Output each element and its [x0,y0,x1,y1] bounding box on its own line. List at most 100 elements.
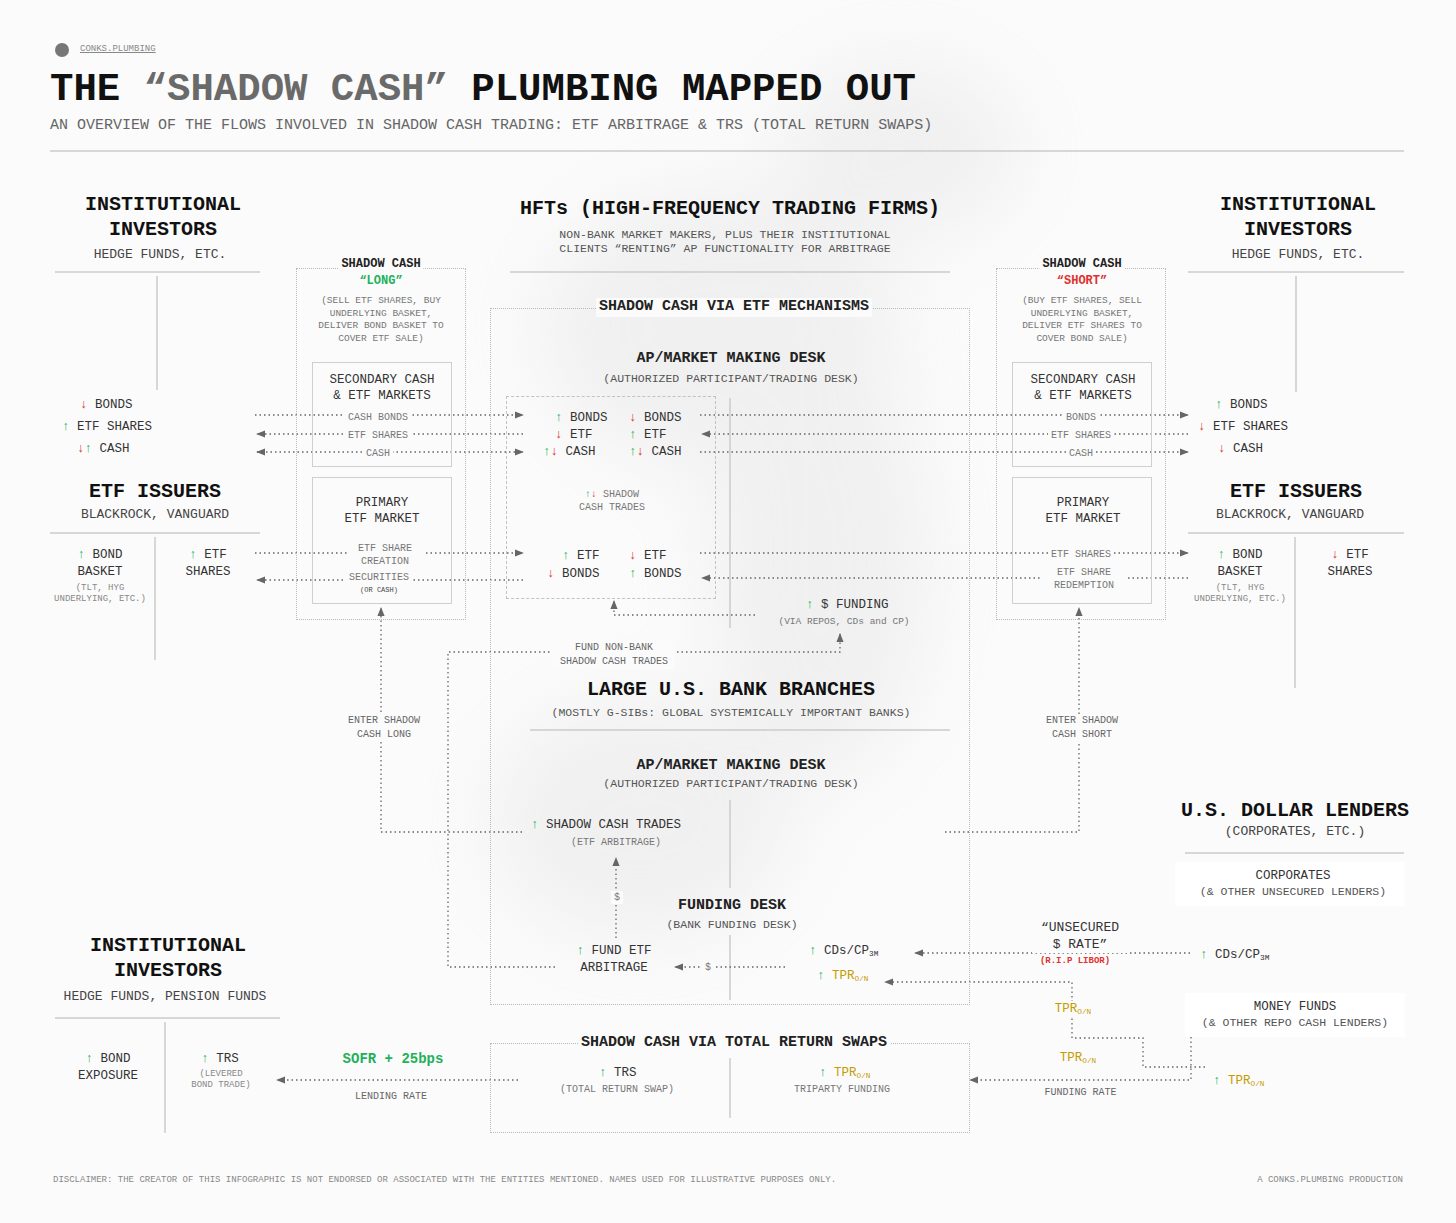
node-text: ↑ CDs/CP3M [809,943,878,960]
label-text: LENDING RATE [355,1090,427,1104]
node-text: SECONDARY CASH & ETF MARKETS [322,372,442,404]
node-text: ↑ ETF [562,548,600,565]
node-text: ETF SHARES [1048,548,1114,561]
edge-label: FUNDING RATE [1041,1086,1119,1100]
flow-arrow [702,433,1188,434]
rule-line [50,150,1404,152]
label-text: TPRO/N [1057,1050,1099,1067]
label-text: BLACKROCK, VANGUARD [1216,507,1364,523]
label-text: A CONKS.PLUMBING PRODUCTION [1257,1175,1403,1186]
flow-arrow [668,634,840,652]
node-text: ↑ TPRO/N [819,1065,870,1082]
node-text: $ [611,891,623,904]
node-text: ↑ TRS [599,1065,637,1082]
rule-line [156,276,158,390]
label-text: ETF ISSUERS [89,479,221,504]
label-text: ↑ BOND BASKET [1200,547,1280,581]
node-text: ↓ BONDS [547,566,600,583]
rule-line [1294,537,1296,688]
rule-line [1188,271,1404,273]
node-text: LARGE U.S. BANK BRANCHES [587,677,875,702]
node-text: (OR CASH) [357,586,401,595]
node-text: ↑ SHADOW CASH TRADES [531,817,681,834]
node-text: FUND NON-BANK SHADOW CASH TRADES [554,641,675,669]
node-text: ↑ FUND ETF ARBITRAGE [569,943,659,977]
lender-box: MONEY FUNDS(& OTHER REPO CASH LENDERS) [1185,993,1405,1037]
label-text: ↓ BONDS [80,397,133,414]
node-text: ↑ $ FUNDING [806,597,889,614]
node-text: ↑ TPRO/N [817,968,868,985]
node-text: (MOSTLY G-SIBs: GLOBAL SYSTEMICALLY IMPO… [552,706,911,720]
node-text: AP/MARKET MAKING DESK [636,757,825,776]
label-text: HEDGE FUNDS, ETC. [1232,247,1365,263]
lender-box: CORPORATES(& OTHER UNSECURED LENDERS) [1175,862,1405,906]
label-text: NON-BANK MARKET MAKERS, PLUS THEIR INSTI… [550,228,900,257]
label-text: HEDGE FUNDS, PENSION FUNDS [64,989,267,1005]
label-text: (TLT, HYG UNDERLYING, ETC.) [1190,583,1290,605]
node-text: (TOTAL RETURN SWAP) [560,1083,674,1096]
label-text: ↓↑ CASH [77,441,130,458]
node-text: AP/MARKET MAKING DESK [636,350,825,369]
flow-connector [970,1037,1191,1080]
label-text: ↑ ETF SHARES [62,419,152,436]
rule-line [154,537,156,660]
node-text: ETF SHARE REDEMPTION [1041,566,1127,592]
node-text: CASH [1066,447,1096,460]
node-text: (ETF ARBITRAGE) [571,836,661,849]
rule-line [164,1022,166,1133]
flow-arrow [614,601,755,615]
node-text: “SHORT” [1057,274,1107,289]
rule-line [729,398,731,628]
group-box: SHADOW CASH“LONG”(SELL ETF SHARES, BUY U… [296,268,466,620]
node-text: (VIA REPOS, CDs and CP) [778,616,909,629]
node-text: CASH [363,447,393,460]
label-text: TPRO/N [1052,1001,1094,1018]
node-text: $ [702,961,714,974]
label-text: ↑ BOND EXPOSURE [68,1051,148,1085]
flow-arrow [448,652,555,967]
flow-arrow [700,451,1188,452]
label-text: ↓ CASH [1218,441,1263,458]
node-text: ETF SHARE CREATION [347,542,423,568]
flow-arrow [700,414,1188,415]
node-text: ↑↓ CASH [629,444,682,461]
group-box: SHADOW CASH VIA ETF MECHANISMSAP/MARKET … [490,308,970,1005]
node-text: CORPORATES [1255,868,1330,884]
rule-line [55,271,260,273]
node-text: (BANK FUNDING DESK) [666,918,797,932]
rule-line [729,800,731,888]
node-text: PRIMARY ETF MARKET [342,495,422,527]
label-text: DISCLAIMER: THE CREATOR OF THIS INFOGRAP… [53,1175,836,1186]
node-text: MONEY FUNDS [1254,999,1337,1015]
label-text: ENTER SHADOW CASH SHORT [1039,714,1125,742]
rule-line [50,151,1404,1133]
label-text: AN OVERVIEW OF THE FLOWS INVOLVED IN SHA… [50,117,932,136]
node-text: ↓ BONDS [629,410,682,427]
node-text: PRIMARY ETF MARKET [1043,495,1123,527]
label-text: ↑ BOND BASKET [60,547,140,581]
label-text: ETF ISSUERS [1230,479,1362,504]
node-text: (BUY ETF SHARES, SELL UNDERLYING BASKET,… [1017,295,1147,345]
market-box: SECONDARY CASH & ETF MARKETSBONDSETF SHA… [1012,362,1152,467]
group-box: SHADOW CASH VIA TOTAL RETURN SWAPS↑ TRS(… [490,1043,970,1133]
node-text: ETF SHARES [345,429,411,442]
node-text: “LONG” [359,274,402,289]
node-text: SHADOW CASH [338,257,423,272]
rule-line [50,532,260,534]
rule-line [510,271,950,273]
market-box: PRIMARY ETF MARKET ETF SHARES ETF SHARE RE… [1012,477,1152,604]
market-box: PRIMARY ETF MARKETETF SHARE CREATIONSECU… [312,477,452,604]
label-text: CONKS.PLUMBING [80,44,156,55]
title-text: THE “SHADOW CASH” PLUMBING MAPPED OUT [50,66,916,115]
label-text: INSTITUTIONAL INVESTORS [1188,192,1408,242]
flow-arrow [885,982,1205,1067]
rule-line [1295,276,1297,392]
node-text: ↑↓ CASH [543,444,596,461]
label-text: (LEVERED BOND TRADE) [191,1069,251,1091]
group-box: SHADOW CASH“SHORT”(BUY ETF SHARES, SELL … [996,268,1166,620]
node-text: ETF SHARES [1048,429,1114,442]
rule-line [729,1058,731,1118]
node-text: ↑ BONDS [555,410,608,427]
label-text: HEDGE FUNDS, ETC. [94,247,227,263]
watercolor-blob [490,700,790,940]
